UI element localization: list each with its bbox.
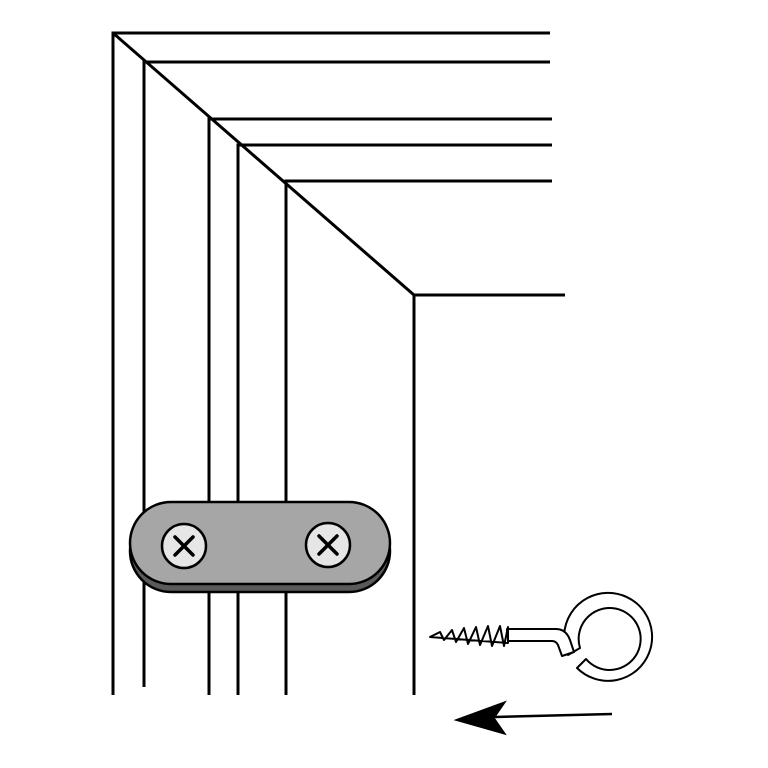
screw-eye-ring [563,591,654,682]
screw-eye-shank [506,628,575,657]
phillips-screw-icon [304,521,352,569]
frame-corner-molding-icon [111,31,565,695]
left-arrow-icon [453,700,613,736]
frame-outer-edge [111,31,550,695]
mending-plate-icon [128,500,392,594]
frame-edge-3 [207,117,552,695]
frame-edge-5 [284,179,552,695]
miter-joint [112,31,415,297]
frame-edge-2 [142,60,550,687]
screw-eye-icon [429,591,654,682]
screw-eye-thread [429,625,509,647]
phillips-screw-icon [160,522,208,570]
